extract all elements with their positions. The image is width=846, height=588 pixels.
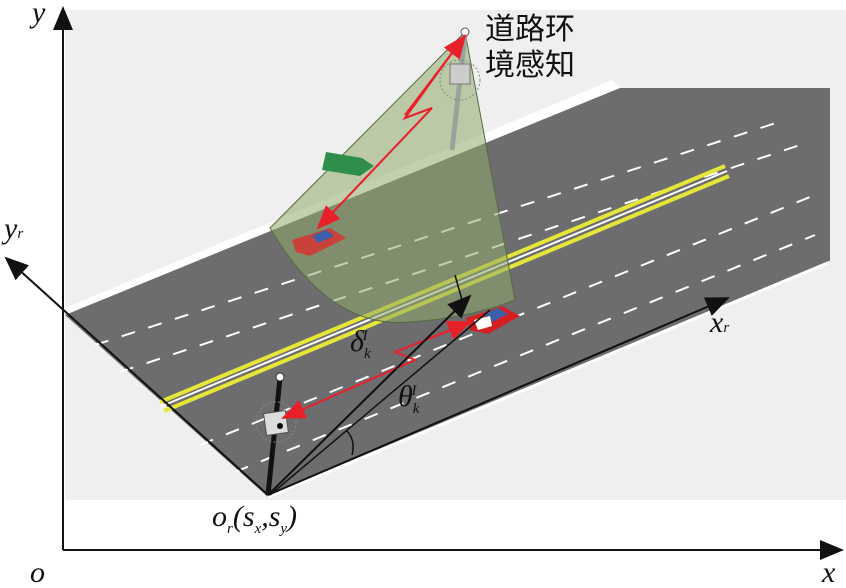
vehicle-sensor-dot	[277, 423, 283, 429]
roadside-sensor-box	[449, 63, 471, 85]
vehicle-pole	[265, 377, 283, 496]
theta-label: θkI	[398, 380, 419, 418]
perception-line1: 道路环	[485, 12, 575, 47]
car-near	[466, 306, 520, 334]
delta-sub: k	[363, 346, 371, 362]
or-text: o	[212, 500, 227, 533]
theta-sub: k	[412, 401, 420, 417]
roadside-sensor-ring	[439, 59, 481, 101]
yr-text: y	[4, 212, 18, 245]
x-axis-label: x	[822, 556, 836, 588]
delta-text: δ	[350, 325, 364, 358]
or-comma: ,s	[261, 500, 281, 533]
perception-label: 道路环境感知	[485, 12, 575, 84]
lane-dashes-top	[94, 119, 786, 346]
delta-label: δkI	[350, 325, 371, 363]
theta-sup: I	[411, 383, 417, 399]
perception-line2: 境感知	[485, 48, 575, 83]
range-perp	[454, 274, 463, 301]
y-axis-label: y	[32, 0, 46, 29]
yr-axis	[4, 256, 269, 496]
signal-vehicle-to-car	[394, 320, 472, 353]
road-edge-line	[267, 260, 831, 499]
or-sub: r	[227, 521, 233, 537]
xr-sub: r	[723, 320, 730, 336]
xr-text: x	[710, 306, 724, 339]
car-far	[292, 228, 346, 256]
vehicle-origin-label: or(sx,sy)	[212, 500, 297, 538]
or-close: )	[287, 500, 298, 533]
range-line	[267, 294, 472, 496]
signal-car-to-roadside	[404, 34, 467, 116]
xr-axis-label: xr	[710, 306, 729, 340]
origin-label: o	[30, 556, 45, 588]
or-coords: (s	[232, 500, 255, 533]
lane-dashes-bottom	[234, 234, 816, 473]
angle-arc	[345, 429, 354, 456]
delta-sup: I	[362, 328, 368, 344]
sy-sub: y	[280, 521, 288, 537]
roadside-antenna-icon	[460, 27, 470, 37]
vehicle-antenna-icon	[275, 372, 285, 382]
road-sign	[322, 152, 374, 176]
vehicle-sensor-ring	[255, 401, 297, 443]
vehicle-sensor-box	[263, 410, 289, 436]
yr-axis-label: yr	[4, 212, 23, 246]
perception-cone	[269, 30, 516, 324]
theta-text: θ	[398, 380, 413, 413]
range-line-2	[269, 309, 491, 496]
xr-axis	[267, 297, 730, 496]
sx-sub: x	[254, 521, 262, 537]
yr-sub: r	[17, 226, 24, 242]
